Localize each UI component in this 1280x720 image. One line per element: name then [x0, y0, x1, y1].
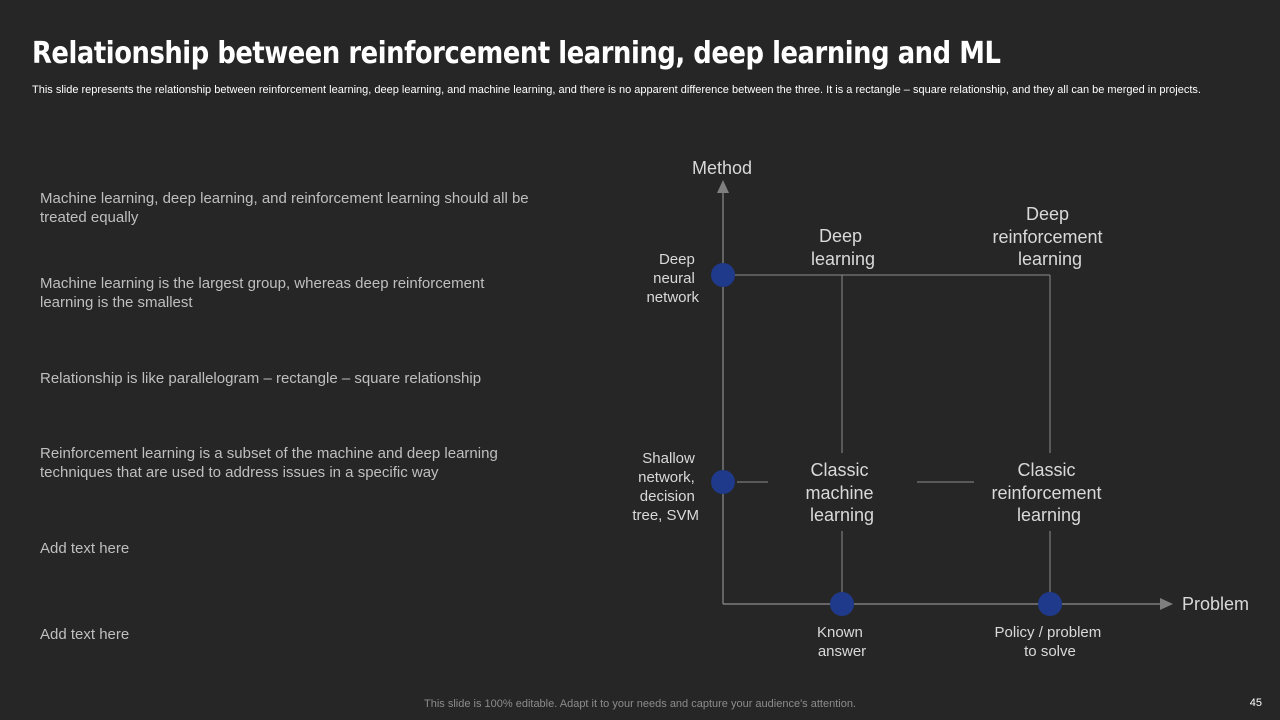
- point-5: Add text here: [40, 540, 130, 557]
- point-1: Machine learning, deep learning, and rei…: [40, 190, 529, 226]
- marker-known-answer: [830, 592, 854, 616]
- quadrant-deep-learning: Deep learning: [811, 226, 875, 269]
- slide-subtitle: This slide represents the relationship b…: [32, 84, 1201, 96]
- quadrant-deep-reinforcement-learning: Deep reinforcement learning: [992, 204, 1107, 269]
- marker-shallow-network: [711, 470, 735, 494]
- y-marker-label-shallow: Shallow network, decision tree, SVM: [632, 450, 699, 524]
- point-4: Reinforcement learning is a subset of th…: [40, 445, 498, 481]
- footer-note: This slide is 100% editable. Adapt it to…: [424, 698, 856, 710]
- x-marker-label-known: Known answer: [817, 624, 867, 660]
- point-2: Machine learning is the largest group, w…: [40, 275, 485, 311]
- marker-policy-problem: [1038, 592, 1062, 616]
- quadrant-classic-reinforcement-learning: Classic reinforcement learning: [991, 460, 1106, 525]
- quadrant-classic-machine-learning: Classic machine learning: [805, 460, 878, 525]
- x-axis-label: Problem: [1182, 594, 1249, 614]
- y-axis-arrow: [717, 180, 729, 193]
- y-marker-label-deep: Deep neural network: [646, 251, 699, 306]
- point-3: Relationship is like parallelogram – rec…: [40, 370, 482, 387]
- marker-deep-neural-network: [711, 263, 735, 287]
- x-marker-label-policy: Policy / problem to solve: [995, 624, 1106, 660]
- y-axis-label: Method: [692, 158, 752, 178]
- x-axis-arrow: [1160, 598, 1173, 610]
- slide-title: Relationship between reinforcement learn…: [32, 36, 1001, 71]
- point-6: Add text here: [40, 626, 130, 643]
- page-number: 45: [1249, 697, 1262, 709]
